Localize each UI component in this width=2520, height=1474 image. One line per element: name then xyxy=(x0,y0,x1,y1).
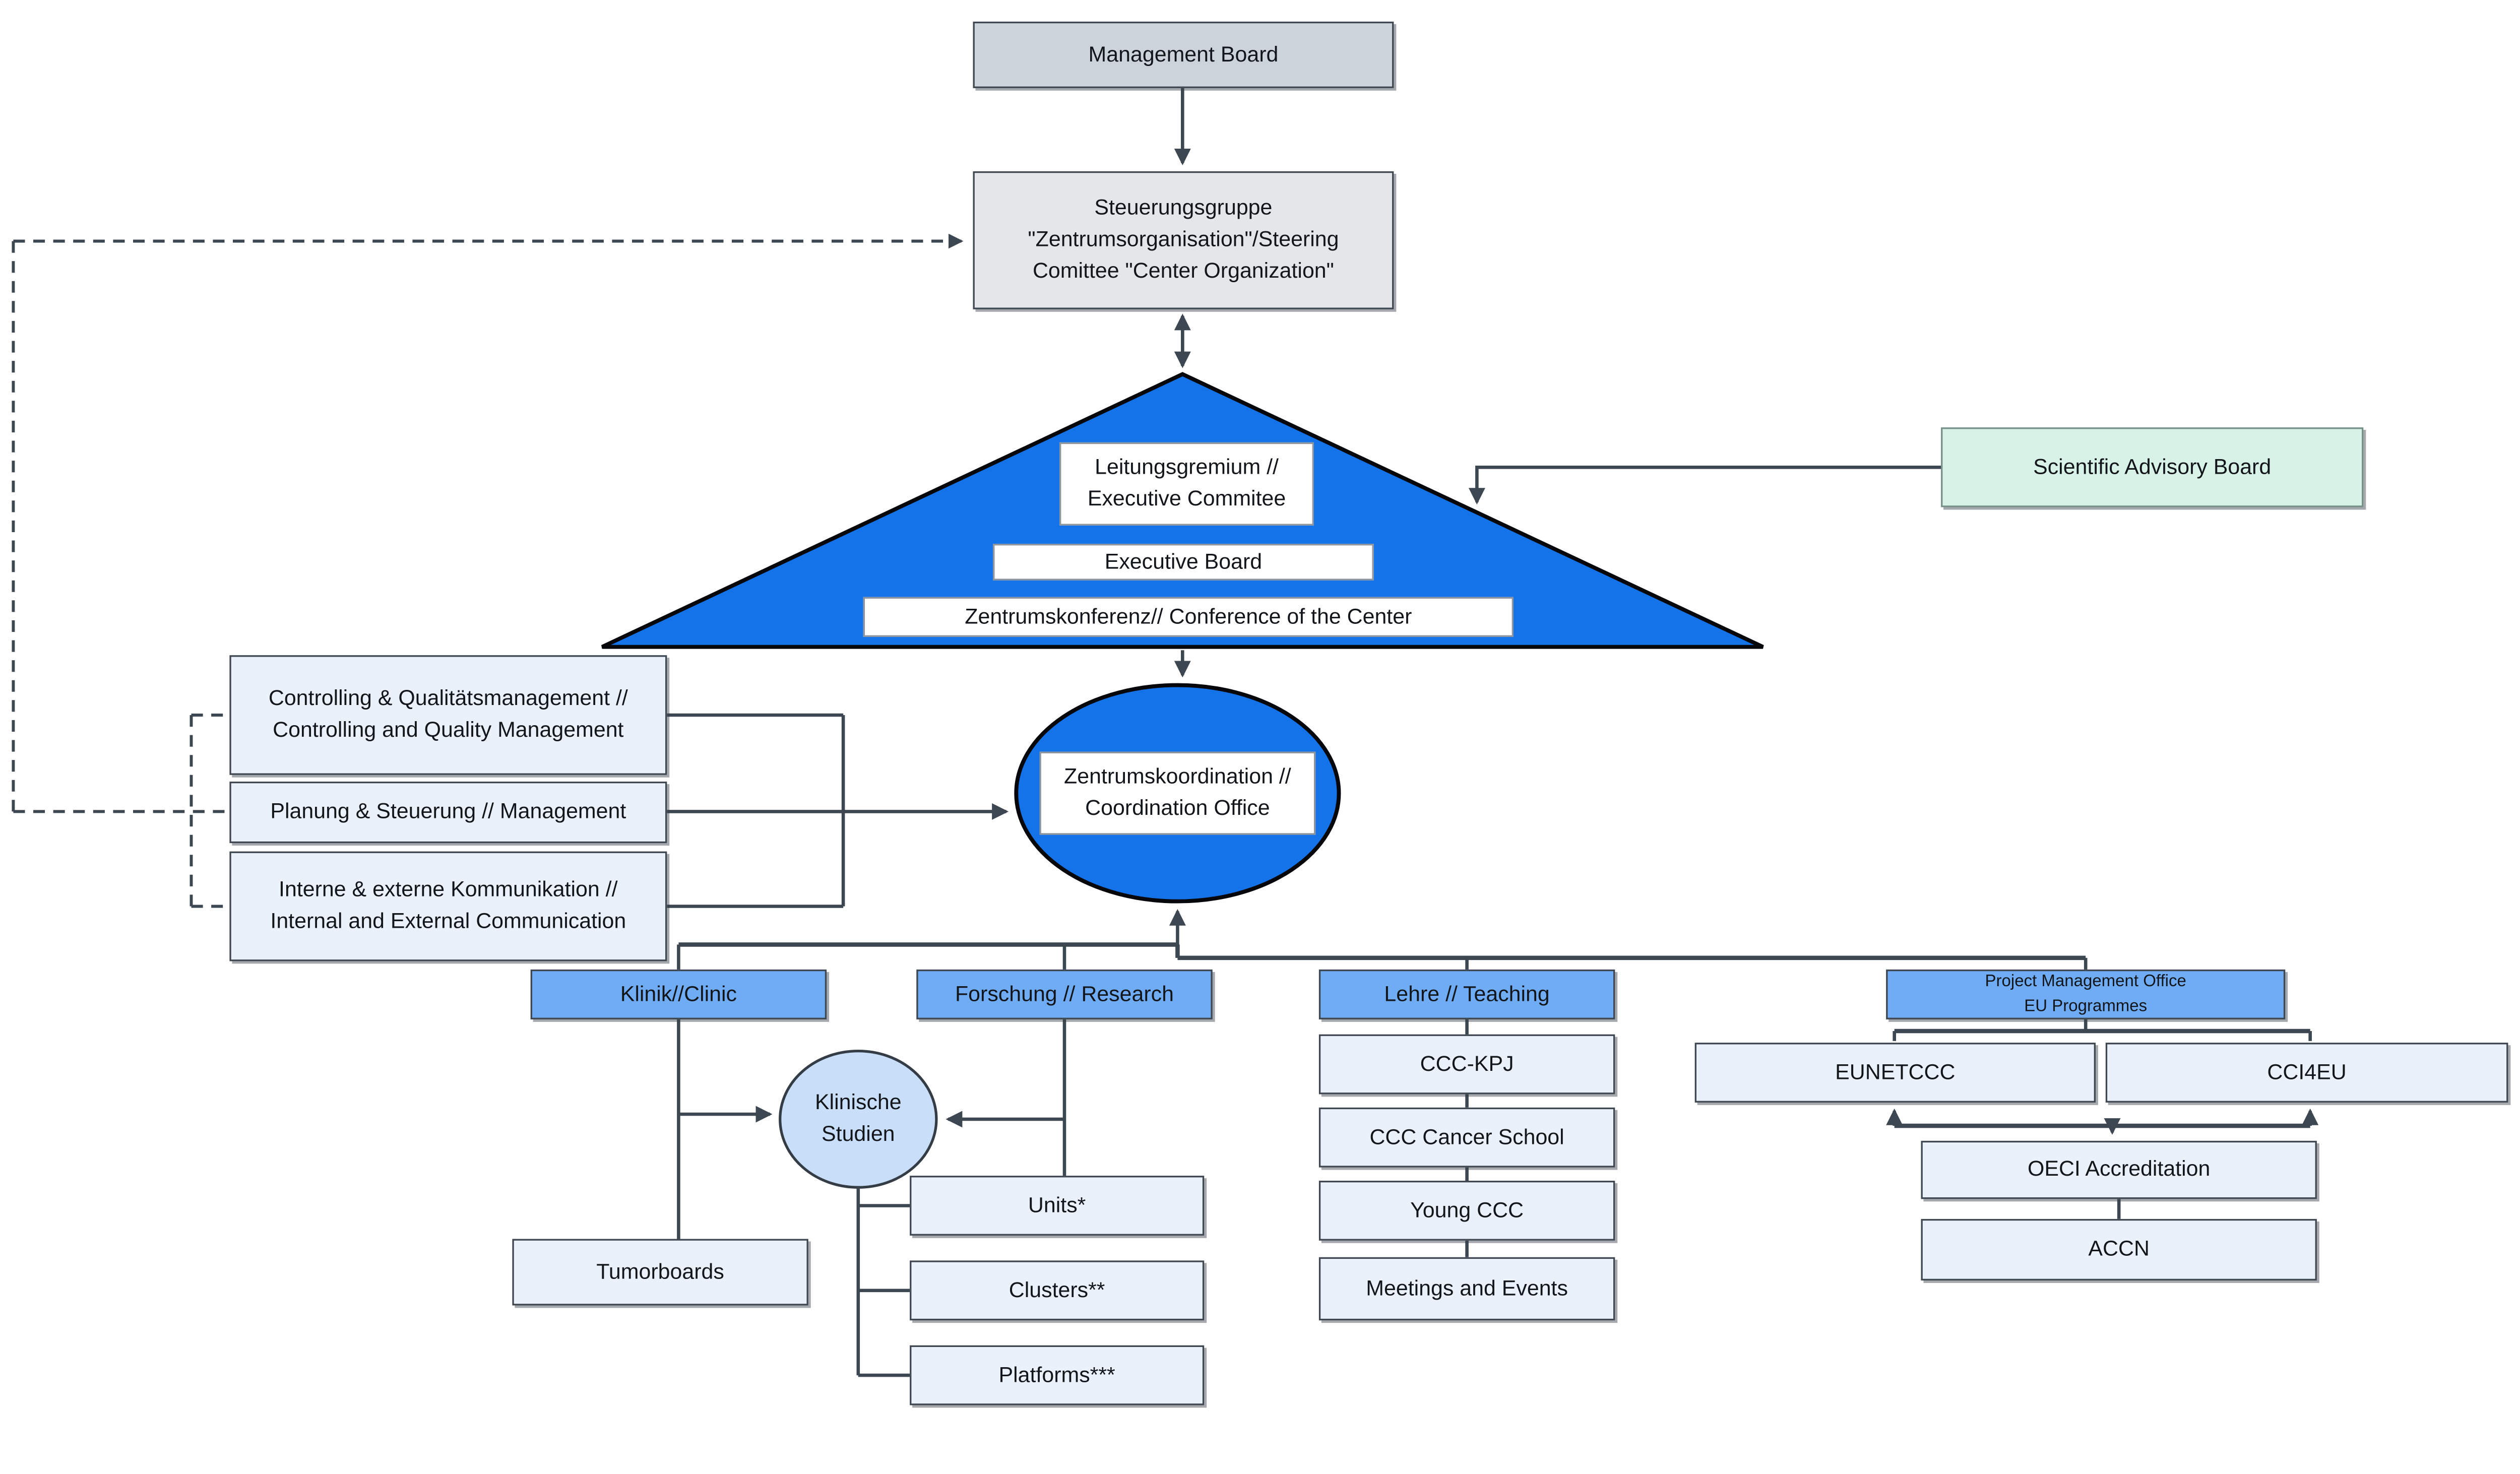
eunetccc-node: EUNETCCC xyxy=(1694,1043,2096,1103)
executive-board-label: Executive Board xyxy=(993,544,1374,581)
meetings-events-node: Meetings and Events xyxy=(1318,1257,1615,1321)
communication-node: Interne & externe Kommunikation // Inter… xyxy=(229,851,667,962)
scientific-advisory-board-node: Scientific Advisory Board xyxy=(1941,427,2364,507)
controlling-quality-node: Controlling & Qualitätsmanagement // Con… xyxy=(229,655,667,775)
accn-node: ACCN xyxy=(1921,1219,2317,1280)
executive-committee-label: Leitungsgremium // Executive Commitee xyxy=(1059,442,1314,526)
planning-management-node: Planung & Steuerung // Management xyxy=(229,782,667,844)
young-ccc-node: Young CCC xyxy=(1318,1181,1615,1241)
steering-committee-node: Steuerungsgruppe "Zentrumsorganisation"/… xyxy=(973,171,1394,309)
ccc-cancer-school-node: CCC Cancer School xyxy=(1318,1107,1615,1168)
pmo-branch-header: Project Management Office EU Programmes xyxy=(1886,969,2286,1019)
clusters-node: Clusters** xyxy=(910,1260,1205,1321)
platforms-node: Platforms*** xyxy=(910,1345,1205,1405)
coordination-office-label: Zentrumskoordination // Coordination Off… xyxy=(1039,751,1316,835)
management-board-node: Management Board xyxy=(973,21,1394,88)
tumorboards-node: Tumorboards xyxy=(512,1239,808,1306)
center-conference-label: Zentrumskonferenz// Conference of the Ce… xyxy=(863,597,1514,637)
cci4eu-node: CCI4EU xyxy=(2105,1043,2508,1103)
teaching-branch-header: Lehre // Teaching xyxy=(1318,969,1615,1019)
ccc-kpj-node: CCC-KPJ xyxy=(1318,1034,1615,1095)
clinical-studies-label: Klinische Studien xyxy=(814,1090,902,1146)
oeci-accreditation-node: OECI Accreditation xyxy=(1921,1140,2317,1199)
units-node: Units* xyxy=(910,1176,1205,1236)
research-branch-header: Forschung // Research xyxy=(916,969,1213,1019)
clinic-branch-header: Klinik//Clinic xyxy=(530,969,827,1019)
